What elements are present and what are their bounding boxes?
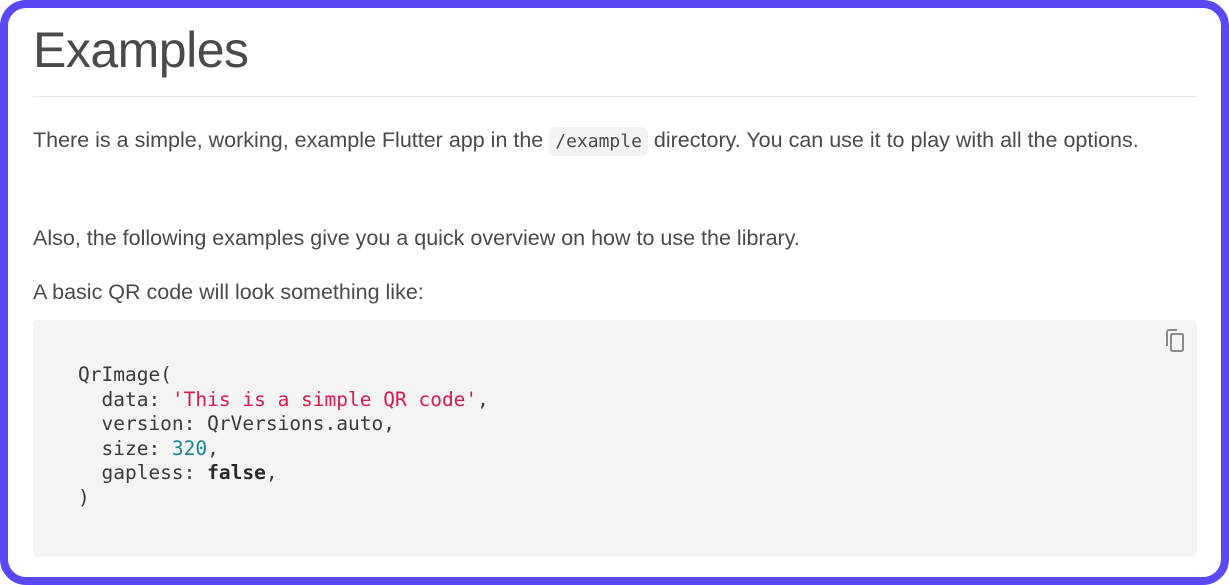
basic-qr-paragraph: A basic QR code will look something like… — [33, 280, 424, 304]
divider — [33, 96, 1197, 97]
code-block: QrImage( data: 'This is a simple QR code… — [33, 320, 1197, 557]
code-line-1: QrImage( — [78, 363, 172, 386]
code-size-number: 320 — [171, 436, 208, 460]
code-punct: , — [207, 436, 219, 460]
copy-button[interactable] — [1163, 328, 1187, 354]
intro-text-after: directory. You can use it to play with a… — [647, 128, 1139, 152]
overview-paragraph: Also, the following examples give you a … — [33, 226, 800, 250]
copy-icon — [1166, 329, 1184, 352]
code-gapless-keyword: false — [207, 461, 266, 484]
code-gapless-key: gapless: — [78, 461, 208, 484]
inline-code-example-dir: /example — [549, 127, 648, 156]
intro-text-before: There is a simple, working, example Flut… — [33, 128, 550, 152]
code-punct: , — [477, 387, 489, 411]
code-size-key: size: — [78, 436, 172, 460]
intro-paragraph: There is a simple, working, example Flut… — [33, 122, 1197, 160]
code-close-paren: ) — [78, 485, 90, 509]
code-punct: , — [265, 461, 278, 484]
code-content: QrImage( data: 'This is a simple QR code… — [78, 363, 489, 510]
code-data-key: data: — [78, 387, 172, 411]
page-title: Examples — [33, 22, 249, 78]
code-data-string: 'This is a simple QR code' — [171, 387, 478, 411]
code-version-line: version: QrVersions.auto, — [78, 412, 395, 435]
